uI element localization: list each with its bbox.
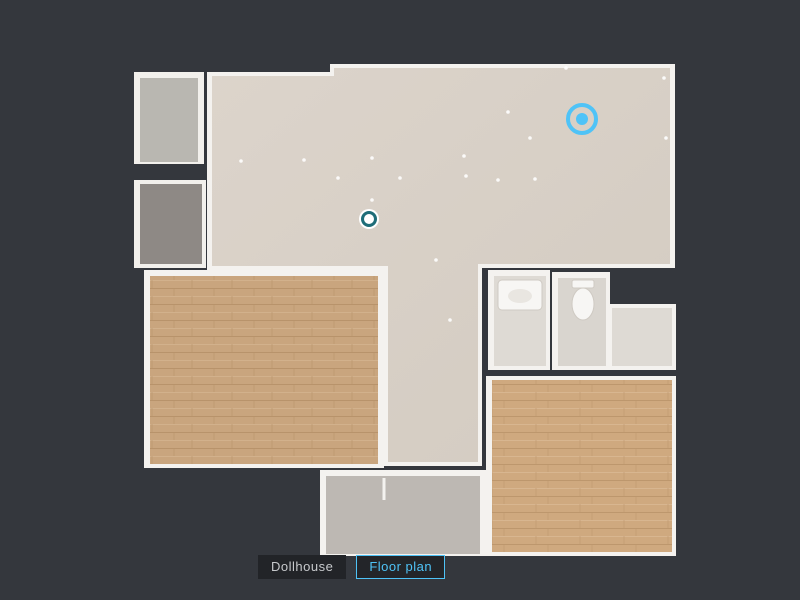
- bathroom-toilet: [552, 272, 610, 370]
- utility-room: [608, 304, 676, 370]
- bedroom-right: [486, 376, 676, 556]
- dollhouse-button[interactable]: Dollhouse: [258, 555, 347, 579]
- view-switcher: Dollhouse Floor plan: [258, 555, 446, 579]
- ceiling-lights: [239, 66, 668, 322]
- sweep-marker-icon[interactable]: [357, 207, 381, 231]
- living-room: [207, 64, 675, 466]
- location-ring-icon[interactable]: [565, 102, 599, 136]
- bathroom-sink: [488, 270, 550, 370]
- storage-room-lower: [134, 180, 206, 268]
- storage-room-upper: [134, 72, 204, 164]
- floor-plan-button[interactable]: Floor plan: [356, 555, 446, 579]
- bedroom-left: [144, 270, 384, 468]
- balcony-room: [320, 470, 486, 556]
